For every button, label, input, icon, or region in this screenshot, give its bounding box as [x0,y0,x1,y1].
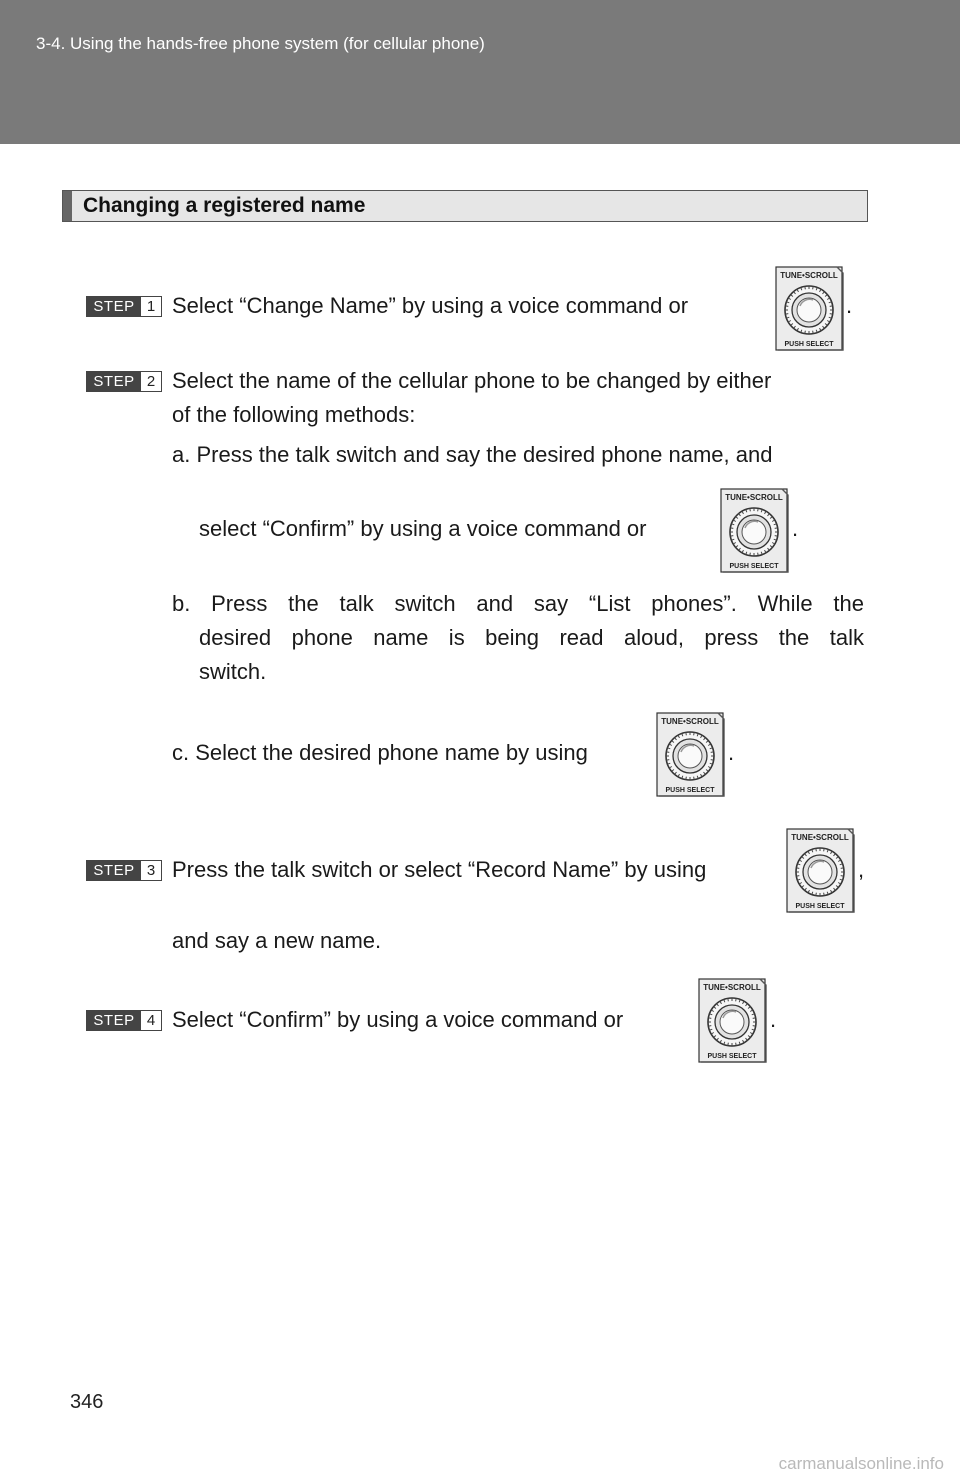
svg-text:TUNE•SCROLL: TUNE•SCROLL [661,717,719,726]
tune-scroll-knob-icon: TUNE•SCROLL PUSH SELECT [775,266,845,352]
section-title: Changing a registered name [83,194,366,217]
method-b-line-1: b. Press the talk switch and say “List p… [172,591,864,616]
step-badge-4: STEP 4 [86,1010,162,1031]
page-number: 346 [70,1391,104,1413]
svg-text:PUSH SELECT: PUSH SELECT [729,563,779,570]
svg-text:TUNE•SCROLL: TUNE•SCROLL [703,983,761,992]
method-a-end: . [792,516,799,541]
step-3-text: Press the talk switch or select “Record … [172,857,707,882]
method-b-line-2: desired phone name is being read aloud, … [199,625,864,650]
knob-graphic: TUNE•SCROLL PUSH SELECT [775,266,844,351]
step-3-end: , [858,857,865,882]
section-heading-bar: Changing a registered name [62,190,868,222]
breadcrumb: 3-4. Using the hands-free phone system (… [36,34,485,53]
step-2-line-1: Select the name of the cellular phone to… [172,368,772,393]
watermark: carmanualsonline.info [778,1454,944,1473]
method-c-end: . [728,740,735,765]
knob-graphic: TUNE•SCROLL PUSH SELECT [698,978,767,1063]
step-number: 1 [141,297,161,316]
method-b-line-3: switch. [199,659,267,684]
tune-scroll-knob-icon: TUNE•SCROLL PUSH SELECT [786,828,856,914]
page-header: 3-4. Using the hands-free phone system (… [0,0,960,144]
step-1-end: . [846,293,853,318]
knob-graphic: TUNE•SCROLL PUSH SELECT [786,828,855,913]
svg-text:PUSH SELECT: PUSH SELECT [784,341,834,348]
step-badge-3: STEP 3 [86,860,162,881]
method-c-text: c. Select the desired phone name by usin… [172,740,588,765]
step-label: STEP [87,861,141,880]
tune-scroll-knob-icon: TUNE•SCROLL PUSH SELECT [720,488,790,574]
step-number: 4 [141,1011,161,1030]
step-badge-1: STEP 1 [86,296,162,317]
tune-scroll-knob-icon: TUNE•SCROLL PUSH SELECT [656,712,726,798]
step-2-line-2: of the following methods: [172,402,416,427]
step-4-end: . [770,1007,777,1032]
tune-scroll-knob-icon: TUNE•SCROLL PUSH SELECT [698,978,768,1064]
step-4-text: Select “Confirm” by using a voice comman… [172,1007,624,1032]
step-number: 3 [141,861,161,880]
knob-graphic: TUNE•SCROLL PUSH SELECT [656,712,725,797]
svg-text:TUNE•SCROLL: TUNE•SCROLL [780,271,838,280]
svg-text:PUSH SELECT: PUSH SELECT [665,787,715,794]
svg-text:PUSH SELECT: PUSH SELECT [707,1053,757,1060]
step-number: 2 [141,372,161,391]
method-a-line-1: a. Press the talk switch and say the des… [172,442,773,467]
svg-text:PUSH SELECT: PUSH SELECT [795,903,845,910]
step-label: STEP [87,372,141,391]
step-1-text: Select “Change Name” by using a voice co… [172,293,689,318]
svg-text:TUNE•SCROLL: TUNE•SCROLL [791,833,849,842]
method-a-line-2: select “Confirm” by using a voice comman… [199,516,647,541]
section-accent [63,191,72,221]
step-label: STEP [87,1011,141,1030]
step-3-line-2: and say a new name. [172,928,382,953]
step-badge-2: STEP 2 [86,371,162,392]
svg-text:TUNE•SCROLL: TUNE•SCROLL [725,493,783,502]
step-label: STEP [87,297,141,316]
knob-graphic: TUNE•SCROLL PUSH SELECT [720,488,789,573]
